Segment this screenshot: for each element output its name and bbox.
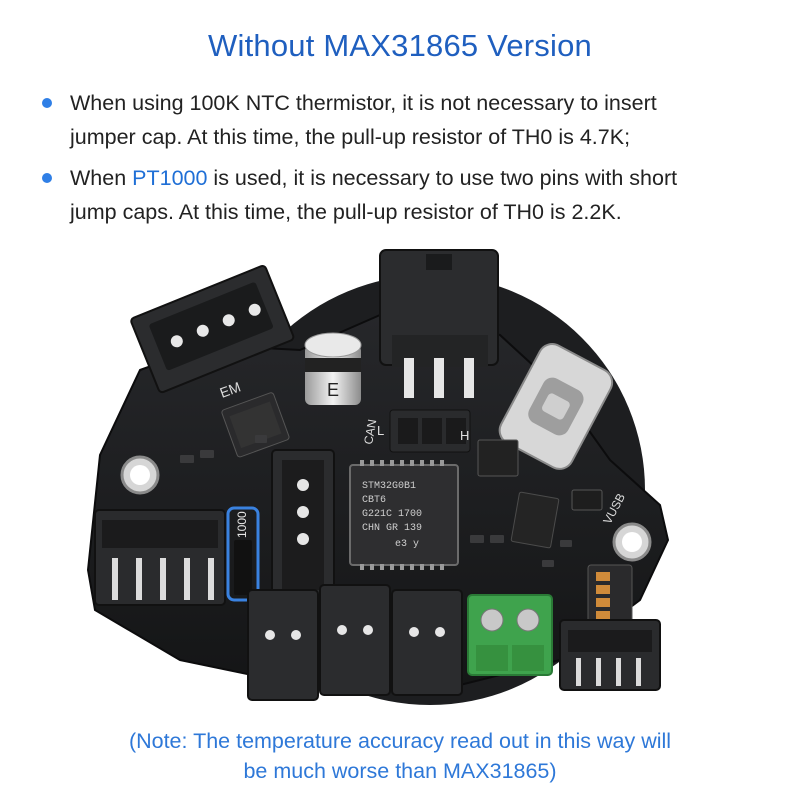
bottom-connector-1: [247, 589, 319, 701]
regulator-chip: [477, 439, 519, 477]
bullet-text-line: When using 100K NTC thermistor, it is no…: [70, 91, 657, 115]
bullet-dot-icon: [42, 173, 52, 183]
em-connector: [130, 265, 295, 394]
mcu-chip: STM32G0B1 CBT6 G221C 1700 CHN GR 139 e3 …: [349, 460, 459, 570]
mounting-hole-center: [130, 465, 150, 485]
dip-switch: [587, 564, 633, 624]
chip-text-line: G221C 1700: [362, 509, 422, 520]
note-line: be much worse than MAX31865): [243, 759, 557, 783]
bullet-text-line: jumper cap. At this time, the pull-up re…: [70, 125, 631, 149]
bullet-dot-icon: [42, 98, 52, 108]
can-connector: [379, 249, 499, 398]
power-screw-terminal: [467, 594, 553, 676]
chip-text-line: e3 y: [395, 539, 419, 550]
can-label: CAN: [361, 418, 379, 445]
fan-connector-vertical: [271, 449, 335, 601]
left-pin-header: [94, 509, 226, 606]
bottom-connector-2: [319, 584, 391, 696]
small-component: [571, 489, 603, 511]
sensor-chip: [221, 392, 290, 458]
accuracy-note: (Note: The temperature accuracy read out…: [0, 726, 800, 786]
smd-components: [180, 435, 572, 567]
page-title: Without MAX31865 Version: [208, 28, 592, 63]
right-pin-header: [559, 619, 661, 691]
bottom-connector-3: [391, 589, 463, 696]
pcb-board-drawing: EM E CAN L H: [86, 249, 670, 705]
bullet-text-line: jump caps. At this time, the pull-up res…: [70, 200, 622, 224]
chip-text-line: CBT6: [362, 495, 386, 506]
pt1000-silk-label: 1000: [235, 511, 249, 538]
pcb-board-image: EM E CAN L H: [0, 240, 800, 710]
electrolytic-capacitor: E: [304, 332, 362, 405]
capacitor-label: E: [327, 380, 339, 400]
sot-chip: [510, 491, 560, 549]
pt1000-jumper-pins: [234, 540, 252, 595]
chip-text-line: CHN GR 139: [362, 523, 422, 534]
h-label: H: [460, 428, 469, 443]
em-label: EM: [218, 379, 243, 401]
chip-text-line: STM32G0B1: [362, 481, 416, 492]
can-termination-jumper: [389, 409, 471, 453]
usb-c-connector: [498, 343, 614, 470]
bullet-text-line: When PT1000 is used, it is necessary to …: [70, 166, 678, 190]
pt1000-jumper-highlight: [226, 506, 260, 602]
mounting-hole-center: [622, 532, 642, 552]
l-label: L: [377, 423, 384, 438]
pt1000-highlight: PT1000: [132, 166, 208, 190]
note-line: (Note: The temperature accuracy read out…: [128, 729, 672, 753]
